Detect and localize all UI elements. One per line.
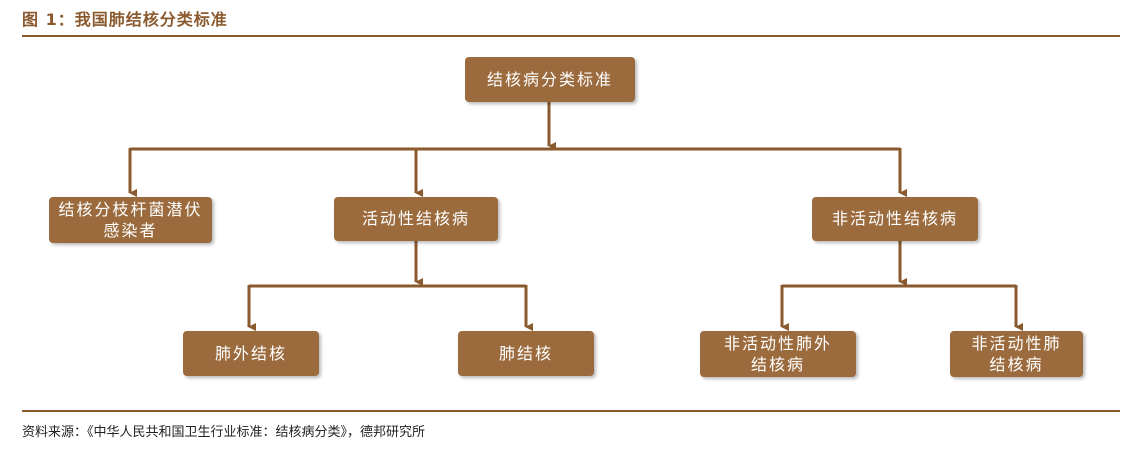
node-inactive-tb: 非活动性结核病	[812, 197, 978, 241]
node-active-tb: 活动性结核病	[334, 197, 498, 241]
node-active-extrapulmonary-label: 肺外结核	[214, 343, 287, 363]
node-active-pulmonary-label: 肺结核	[498, 343, 553, 363]
node-inactive-extrapulmonary: 非活动性肺外结核病	[700, 331, 856, 377]
node-active-pulmonary: 肺结核	[458, 331, 594, 376]
source-note: 资料来源：《中华人民共和国卫生行业标准：结核病分类》，德邦研究所	[22, 425, 426, 440]
node-active-extrapulmonary: 肺外结核	[183, 331, 319, 376]
bottom-divider	[22, 410, 1120, 412]
top-divider	[22, 35, 1120, 37]
node-latent-infection: 结核分枝杆菌潜伏感染者	[49, 197, 212, 243]
figure-title: 图 1：我国肺结核分类标准	[22, 10, 228, 29]
node-latent-infection-label: 结核分枝杆菌潜伏感染者	[58, 200, 203, 240]
node-inactive-pulmonary-label: 非活动性肺结核病	[971, 334, 1062, 374]
node-root-label: 结核病分类标准	[486, 69, 613, 89]
node-root: 结核病分类标准	[465, 57, 635, 102]
node-inactive-pulmonary: 非活动性肺结核病	[950, 331, 1083, 377]
node-inactive-tb-label: 非活动性结核病	[831, 209, 958, 228]
node-active-tb-label: 活动性结核病	[361, 209, 470, 228]
node-inactive-extrapulmonary-label: 非活动性肺外结核病	[723, 334, 832, 374]
